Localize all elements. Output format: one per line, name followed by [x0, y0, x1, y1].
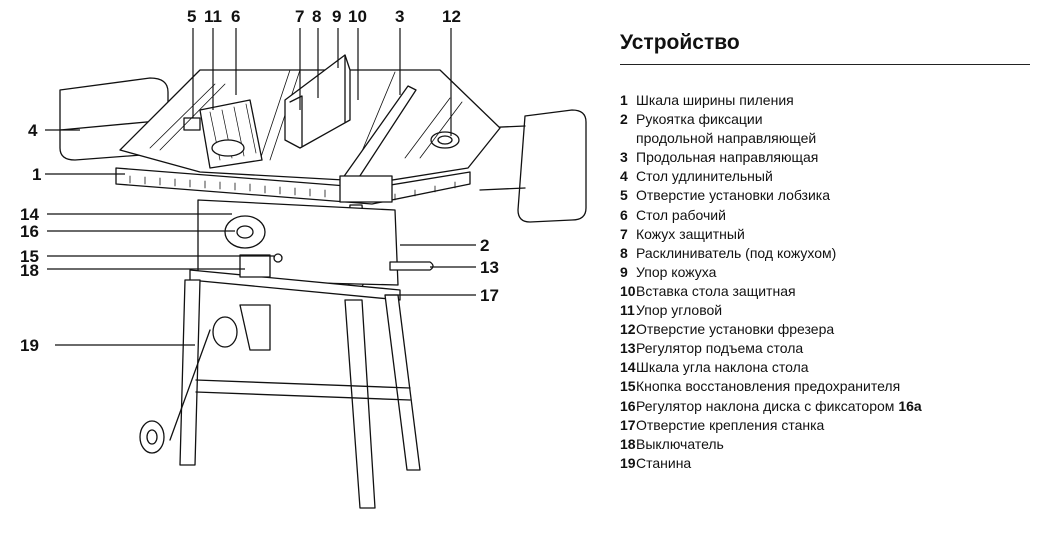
item-number: 9: [620, 263, 628, 280]
callout-1: 1: [32, 165, 41, 184]
item-number: 13: [620, 340, 636, 357]
item-number: 16: [620, 397, 636, 414]
item-text: Регулятор подъема стола: [636, 340, 804, 357]
item-number: [620, 129, 636, 148]
callout-14: 14: [20, 205, 39, 224]
item-number: 15: [620, 378, 636, 395]
item-number: 2: [620, 111, 628, 128]
list-item: 2 Рукоятка фиксации: [620, 110, 1040, 129]
item-text: Продольная направляющая: [636, 149, 819, 166]
callout-4: 4: [28, 121, 38, 140]
heading-divider: [620, 64, 1030, 65]
callout-3: 3: [395, 7, 404, 26]
item-text: Стол рабочий: [636, 206, 726, 223]
item-text: Отверстие установки фрезера: [636, 321, 835, 338]
item-text: Шкала ширины пиления: [636, 92, 794, 108]
item-text: Станина: [636, 454, 692, 471]
list-item: 5 Отверстие установки лобзика: [620, 186, 1040, 205]
item-text: Расклиниватель (под кожухом): [636, 244, 837, 261]
list-item: 8 Расклиниватель (под кожухом): [620, 244, 1040, 263]
item-text: продольной направляющей: [636, 130, 817, 147]
callout-13: 13: [480, 258, 499, 277]
item-number: 7: [620, 225, 628, 242]
item-text: Стол удлинительный: [636, 168, 773, 185]
list-item: 6 Стол рабочий: [620, 206, 1040, 225]
item-number: 8: [620, 244, 628, 261]
callout-7: 7: [295, 7, 304, 26]
item-number: 14: [620, 359, 636, 376]
callout-17: 17: [480, 286, 499, 305]
item-text: Кнопка восстановления предохранителя: [636, 378, 901, 395]
item-text: Рукоятка фиксации: [636, 111, 763, 128]
item-number: 19: [620, 454, 636, 471]
item-text-main: Регулятор наклона диска с фиксатором: [636, 397, 899, 414]
list-item: 3 Продольная направляющая: [620, 148, 1040, 167]
list-item: 9 Упор кожуха: [620, 263, 1040, 282]
callout-11: 11: [204, 7, 222, 26]
parts-legend: Устройство 1 Шкала ширины пиления 2 Рукоят…: [620, 30, 1040, 473]
callout-18: 18: [20, 261, 39, 280]
callout-16: 16: [20, 222, 39, 241]
item-text: Выключатель: [636, 435, 724, 452]
item-number: 6: [620, 206, 628, 223]
item-text: Вставка стола защитная: [636, 282, 796, 299]
list-item: 1 Шкала ширины пиления: [620, 91, 1040, 110]
item-text: Упор угловой: [636, 302, 723, 319]
callout-19: 19: [20, 336, 39, 355]
table-saw-drawing: 5 11 6 7 8 9 10 3 12 4 1 14 16 15 18 2 1…: [20, 7, 587, 509]
item-text: Регулятор наклона диска с фиксатором 16а: [636, 397, 1040, 416]
callout-9: 9: [332, 7, 341, 26]
item-number: 5: [620, 187, 628, 204]
callout-8: 8: [312, 7, 321, 26]
item-number: 10: [620, 282, 636, 299]
item-number: 1: [620, 92, 628, 108]
item-text: Кожух защитный: [636, 225, 745, 242]
list-item: 7 Кожух защитный: [620, 225, 1040, 244]
callout-10: 10: [348, 7, 367, 26]
callout-15: 15: [20, 247, 39, 266]
item-text: Отверстие крепления станка: [636, 416, 825, 433]
item-number: 17: [620, 416, 636, 433]
item-number: 12: [620, 321, 636, 338]
list-item: продольной направляющей: [620, 129, 1040, 148]
item-text: Отверстие установки лобзика: [636, 187, 831, 204]
parts-list: 1 Шкала ширины пиления 2 Рукоятка фиксации…: [620, 91, 1040, 473]
section-heading: Устройство: [620, 31, 740, 54]
callout-12: 12: [442, 7, 461, 26]
item-number: 11: [620, 302, 635, 319]
callout-6: 6: [231, 7, 240, 26]
list-item: 4 Стол удлинительный: [620, 167, 1040, 186]
callout-2: 2: [480, 236, 489, 255]
item-number: 3: [620, 149, 628, 166]
item-text: Шкала угла наклона стола: [636, 359, 809, 376]
item-text-bold: 16а: [898, 397, 922, 414]
callout-5: 5: [187, 7, 196, 26]
item-text: Упор кожуха: [636, 263, 717, 280]
item-number: 4: [620, 168, 628, 185]
item-number: 18: [620, 435, 636, 452]
